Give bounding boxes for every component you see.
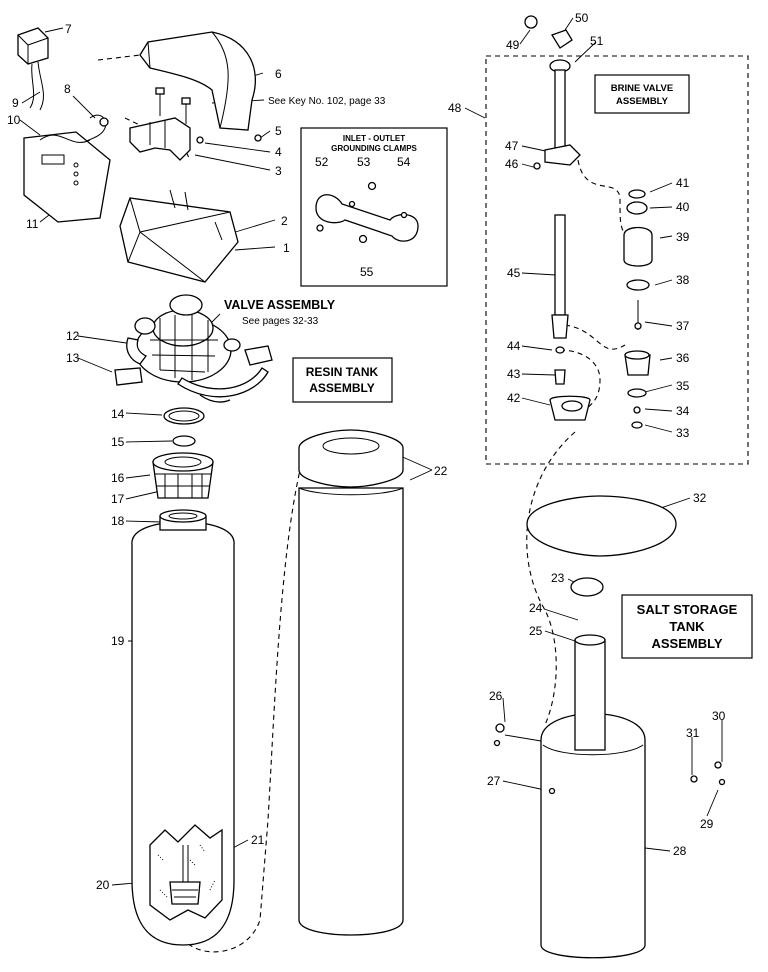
- callout-17: 17: [111, 492, 125, 506]
- valve-assembly: [114, 294, 273, 403]
- resin-tank-label-box: [292, 357, 393, 403]
- brine-valve-group-outline: [485, 55, 749, 465]
- valve-cover: [139, 31, 262, 142]
- callout-10: 10: [7, 113, 21, 127]
- callout-27: 27: [487, 774, 501, 788]
- o-ring-15: [172, 435, 196, 447]
- callout-42: 42: [507, 391, 521, 405]
- callout-11: 11: [26, 217, 39, 231]
- callout-8: 8: [64, 82, 71, 96]
- callout-45: 45: [507, 266, 521, 280]
- callout-55: 55: [360, 265, 374, 279]
- callout-26: 26: [489, 689, 503, 703]
- callout-52: 52: [315, 155, 329, 169]
- brine-title-line2: ASSEMBLY: [616, 96, 669, 107]
- brine-valve: [524, 15, 653, 429]
- callout-23: 23: [551, 571, 565, 585]
- brine-title-line1: BRINE VALVE: [611, 83, 673, 94]
- callout-32: 32: [693, 491, 707, 505]
- callout-2: 2: [281, 214, 288, 228]
- o-ring-14: [163, 407, 205, 425]
- salt-tank: [493, 495, 726, 959]
- callout-41: 41: [676, 176, 690, 190]
- callout-37: 37: [676, 319, 690, 333]
- distributor-head: [152, 452, 214, 499]
- resin-title-line1: RESIN TANK: [306, 365, 379, 379]
- callout-15: 15: [111, 435, 125, 449]
- callout-6: 6: [275, 67, 282, 81]
- valve-housing: [119, 189, 239, 283]
- salt-title-line2: TANK: [669, 619, 705, 634]
- resin-tank-19: [131, 509, 235, 946]
- callout-43: 43: [507, 367, 521, 381]
- callout-39: 39: [676, 230, 690, 244]
- salt-title-line3: ASSEMBLY: [651, 636, 722, 651]
- callout-49: 49: [506, 38, 520, 52]
- callout-21: 21: [251, 833, 265, 847]
- callout-12: 12: [66, 329, 80, 343]
- callout-33: 33: [676, 426, 690, 440]
- clamps-title-line1: INLET - OUTLET: [343, 134, 405, 143]
- bracket: [129, 87, 204, 161]
- resin-tank-dashed-link: [177, 469, 301, 953]
- callout-28: 28: [673, 844, 687, 858]
- callout-38: 38: [676, 273, 690, 287]
- callout-34: 34: [676, 404, 690, 418]
- grounding-clamps-box: [300, 127, 448, 287]
- see-key-note: See Key No. 102, page 33: [268, 96, 386, 107]
- salt-title-line1: SALT STORAGE: [637, 602, 738, 617]
- callout-51: 51: [590, 34, 604, 48]
- callout-40: 40: [676, 200, 690, 214]
- resin-title-line2: ASSEMBLY: [309, 381, 375, 395]
- callout-46: 46: [505, 157, 519, 171]
- callout-16: 16: [111, 471, 125, 485]
- callout-54: 54: [397, 155, 411, 169]
- callout-31: 31: [686, 726, 700, 740]
- callout-50: 50: [575, 11, 589, 25]
- callout-14: 14: [111, 407, 125, 421]
- callout-20: 20: [96, 878, 110, 892]
- valve-pages-note: See pages 32-33: [242, 316, 319, 327]
- callout-24: 24: [529, 601, 543, 615]
- resin-tank-22: [298, 429, 404, 936]
- timer-control: [17, 27, 111, 223]
- callout-13: 13: [66, 351, 80, 365]
- brine-line-dashed: [526, 431, 576, 726]
- salt-tank-label-box: [621, 594, 753, 659]
- callout-1: 1: [283, 241, 290, 255]
- callout-7: 7: [65, 22, 72, 36]
- callout-4: 4: [275, 145, 282, 159]
- callout-47: 47: [505, 139, 519, 153]
- callout-18: 18: [111, 514, 125, 528]
- callout-53: 53: [357, 155, 371, 169]
- callout-25: 25: [529, 624, 543, 638]
- callout-48: 48: [448, 101, 462, 115]
- brine-valve-label-box: [594, 74, 690, 114]
- callout-19: 19: [111, 634, 125, 648]
- callout-36: 36: [676, 351, 690, 365]
- callout-29: 29: [700, 817, 714, 831]
- clamps-title-line2: GROUNDING CLAMPS: [331, 144, 417, 153]
- callout-30: 30: [712, 709, 726, 723]
- callout-5: 5: [275, 124, 282, 138]
- callout-9: 9: [12, 96, 19, 110]
- callout-numbers: 1 2 3 4 5 6 7 8 9 10 11 12 13 14 15 16 1…: [7, 11, 726, 892]
- valve-assembly-title: VALVE ASSEMBLY: [224, 298, 336, 312]
- callout-22: 22: [434, 464, 448, 478]
- callout-35: 35: [676, 379, 690, 393]
- callout-44: 44: [507, 339, 521, 353]
- callout-3: 3: [275, 164, 282, 178]
